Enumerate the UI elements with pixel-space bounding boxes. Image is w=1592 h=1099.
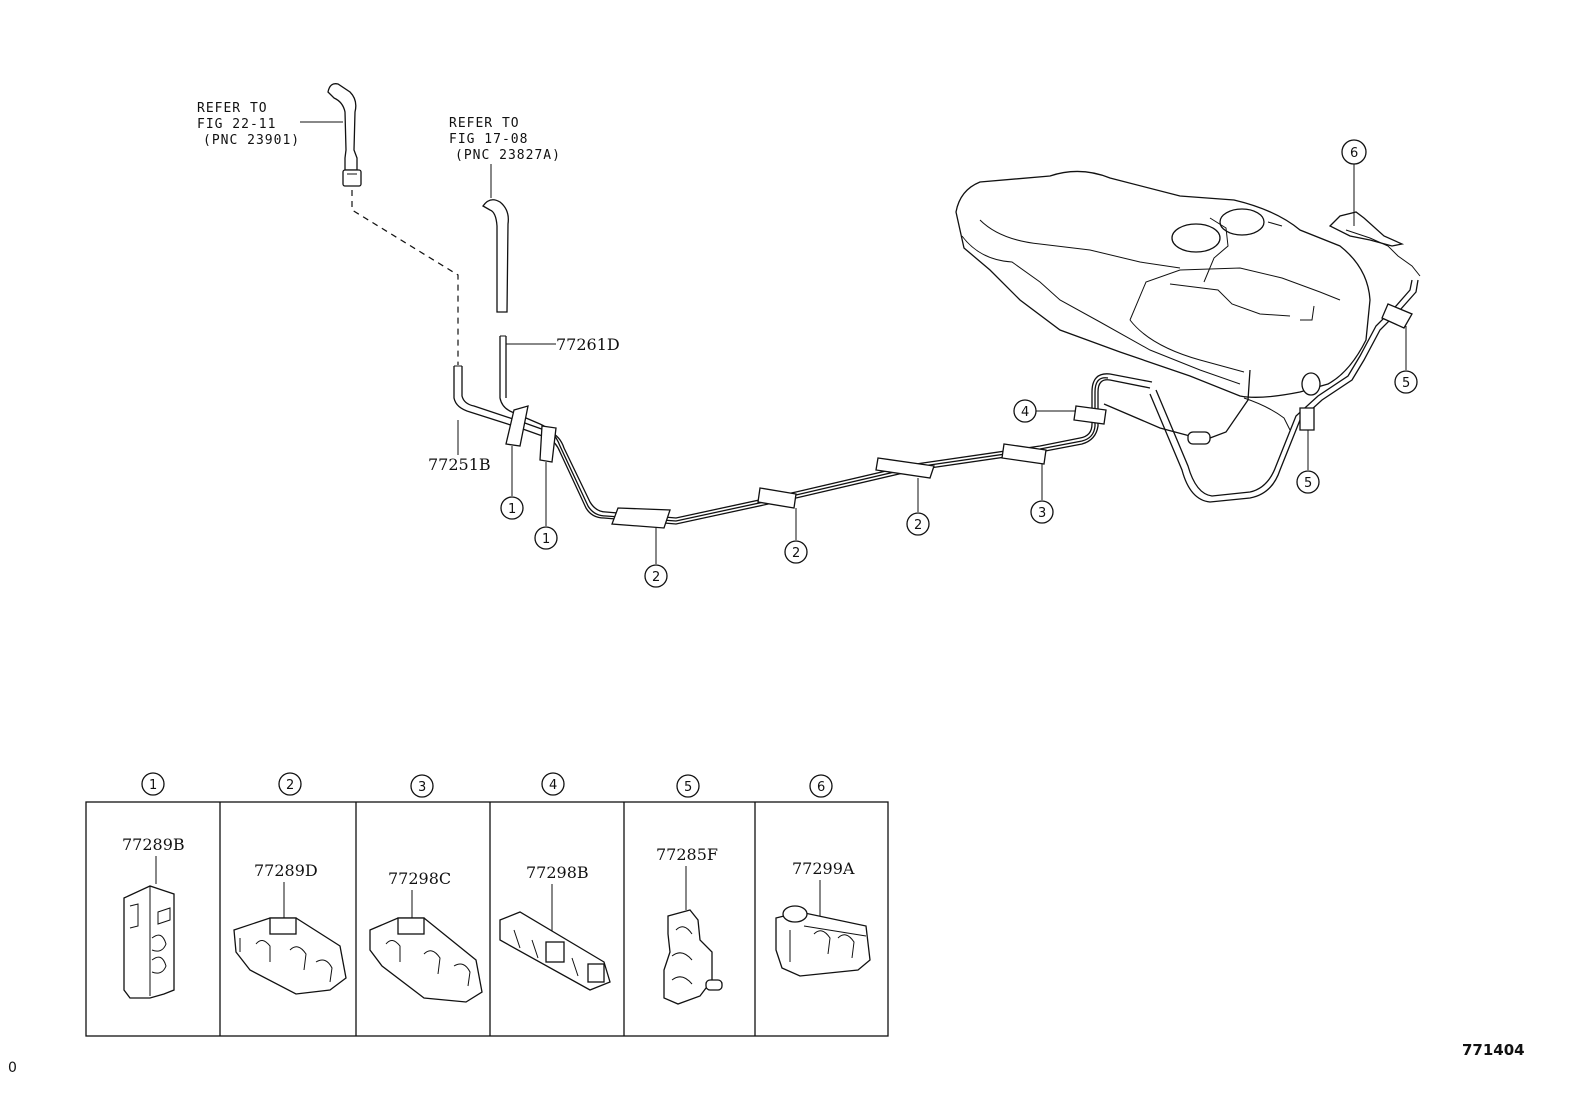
reference-note-2: REFER TO FIG 17-08 (PNC 23827A) bbox=[449, 116, 561, 198]
callout-1b: 1 bbox=[542, 532, 550, 547]
clip-77299a-drawing bbox=[775, 880, 871, 977]
clip-legend-table: 1 2 3 4 5 6 77289B 77289D 77298C 77298B … bbox=[85, 772, 889, 1037]
legend-num-1: 1 bbox=[149, 778, 157, 793]
ref1-line2: FIG 22-11 bbox=[197, 117, 276, 132]
diagram-callouts: 1 1 2 2 2 3 4 5 5 6 bbox=[500, 139, 1418, 588]
figure-code: 771404 bbox=[1462, 1041, 1525, 1059]
reference-note-1: REFER TO FIG 22-11 (PNC 23901) bbox=[197, 101, 343, 148]
legend-num-4: 4 bbox=[549, 778, 557, 793]
clip-77285f-drawing bbox=[663, 866, 723, 1005]
clip-77298b-drawing bbox=[499, 884, 611, 991]
legend-num-6: 6 bbox=[817, 780, 825, 795]
fuel-tank bbox=[955, 170, 1421, 431]
callout-1a: 1 bbox=[508, 502, 516, 517]
fuel-lines bbox=[453, 279, 1419, 525]
hose-upper-left bbox=[327, 83, 362, 187]
callout-5a: 5 bbox=[1304, 476, 1312, 491]
legend-part-3: 77298C bbox=[388, 869, 451, 888]
callout-5b: 5 bbox=[1402, 376, 1410, 391]
hose-upper-middle bbox=[482, 199, 509, 313]
ref2-line1: REFER TO bbox=[449, 116, 520, 131]
callout-4: 4 bbox=[1021, 405, 1029, 420]
corner-mark: 0 bbox=[8, 1060, 17, 1076]
ref2-line3: (PNC 23827A) bbox=[455, 148, 561, 163]
legend-part-5: 77285F bbox=[656, 845, 718, 864]
legend-part-6: 77299A bbox=[792, 859, 855, 878]
callout-2a: 2 bbox=[652, 570, 660, 585]
line-clamps bbox=[505, 303, 1413, 529]
legend-part-4: 77298B bbox=[526, 863, 589, 882]
dashed-connector bbox=[351, 190, 459, 365]
legend-num-5: 5 bbox=[684, 780, 692, 795]
callout-2b: 2 bbox=[792, 546, 800, 561]
clip-77298c-drawing bbox=[369, 890, 483, 1003]
callout-3: 3 bbox=[1038, 506, 1046, 521]
clip-77289b-drawing bbox=[123, 856, 175, 999]
ref1-line3: (PNC 23901) bbox=[203, 133, 300, 148]
clip-77289d-drawing bbox=[233, 882, 347, 995]
ref2-line2: FIG 17-08 bbox=[449, 132, 528, 147]
label-77261d: 77261D bbox=[556, 335, 620, 354]
label-77251b: 77251B bbox=[428, 455, 491, 474]
legend-part-1: 77289B bbox=[122, 835, 185, 854]
legend-num-3: 3 bbox=[418, 780, 426, 795]
legend-num-2: 2 bbox=[286, 778, 294, 793]
diagram-part-labels: 77261D 77251B bbox=[428, 335, 620, 474]
ref1-line1: REFER TO bbox=[197, 101, 268, 116]
callout-6: 6 bbox=[1350, 146, 1358, 161]
legend-part-2: 77289D bbox=[254, 861, 318, 880]
callout-2c: 2 bbox=[914, 518, 922, 533]
